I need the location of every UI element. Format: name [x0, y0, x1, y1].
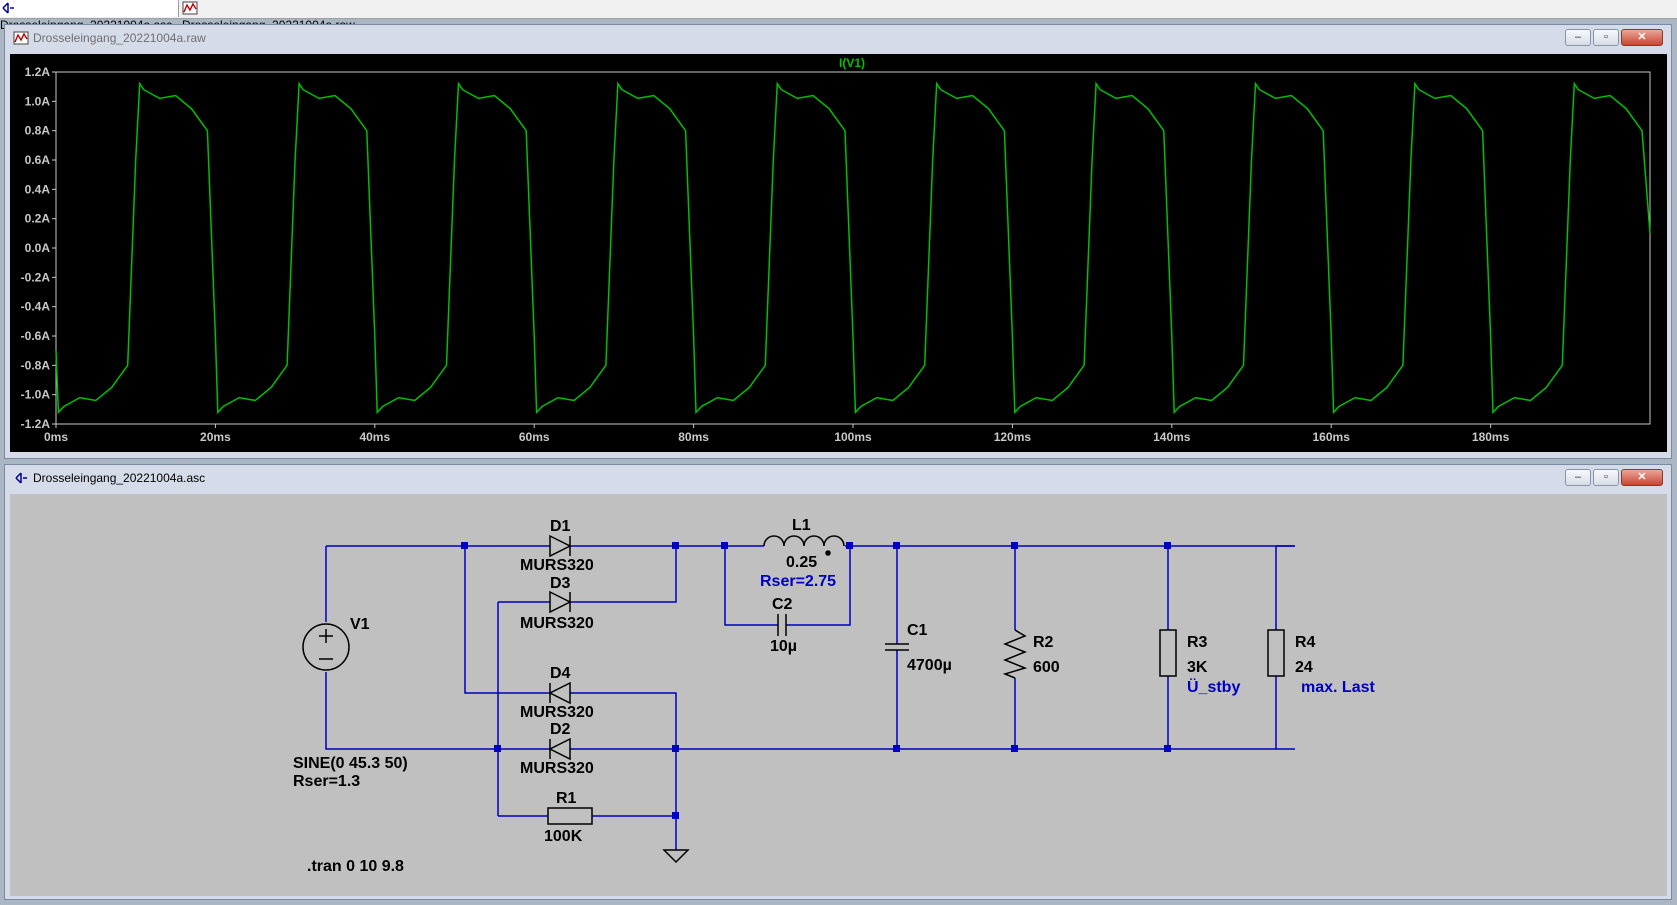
- label-r3-name: R3: [1187, 634, 1208, 651]
- label-r2-name: R2: [1033, 634, 1054, 651]
- restore-button[interactable]: ▫: [1593, 29, 1619, 46]
- schematic-canvas[interactable]: V1 SINE(0 45.3 50) Rser=1.3 D1 MURS320 D…: [10, 494, 1667, 896]
- y-tick-label: -1.0A: [21, 388, 51, 402]
- waveform-icon: [182, 1, 198, 15]
- schematic-icon: [2, 2, 14, 14]
- capacitor-c2[interactable]: [777, 614, 787, 636]
- close-button[interactable]: ✕: [1621, 469, 1663, 486]
- diode-d2[interactable]: [548, 737, 571, 761]
- label-d2-model: MURS320: [520, 760, 594, 777]
- label-c2-value: 10µ: [770, 638, 797, 655]
- y-tick-label: -0.2A: [21, 270, 51, 284]
- label-d3-model: MURS320: [520, 615, 594, 632]
- label-l1-rser: Rser=2.75: [760, 573, 836, 590]
- label-v1-rser: Rser=1.3: [293, 773, 360, 790]
- resistor-r1[interactable]: [547, 807, 593, 825]
- schematic-window-title: Drosseleingang_20221004a.asc: [33, 471, 206, 485]
- label-r1-value: 100K: [544, 828, 583, 845]
- waveform-icon: [13, 31, 29, 45]
- label-r2-value: 600: [1033, 659, 1060, 676]
- document-tab-bar: Drosseleingang_20221004a.asc Drosseleing…: [0, 0, 1677, 32]
- waveform-chart[interactable]: I(V1) 1.2A 1.0A 0.8A 0.6A 0.4A 0.2A 0.0A -0.2A -…: [10, 54, 1667, 452]
- schematic-drawing[interactable]: V1 SINE(0 45.3 50) Rser=1.3 D1 MURS320 D…: [10, 494, 1667, 896]
- y-tick-label: -0.8A: [21, 358, 51, 372]
- y-tick-label: -0.6A: [21, 329, 51, 343]
- x-tick-label: 100ms: [834, 430, 872, 444]
- label-c2-name: C2: [772, 596, 793, 613]
- minimize-button[interactable]: –: [1565, 29, 1591, 46]
- junction-dots: [461, 542, 1171, 819]
- x-tick-label: 180ms: [1472, 430, 1510, 444]
- label-d2-name: D2: [550, 721, 571, 738]
- x-tick-label: 120ms: [994, 430, 1032, 444]
- x-tick-label: 80ms: [678, 430, 709, 444]
- y-tick-label: 0.2A: [25, 212, 51, 226]
- capacitor-c1[interactable]: [885, 643, 909, 651]
- inductor-l1[interactable]: [763, 535, 845, 556]
- y-tick-label: 0.4A: [25, 182, 51, 196]
- label-v1-name: V1: [350, 616, 370, 633]
- tab-waveform[interactable]: Drosseleingang_20221004a.raw: [182, 0, 355, 32]
- close-button[interactable]: ✕: [1621, 29, 1663, 46]
- y-tick-label: -0.4A: [21, 300, 51, 314]
- x-tick-label: 140ms: [1153, 430, 1191, 444]
- tab-schematic[interactable]: Drosseleingang_20221004a.asc: [0, 0, 179, 32]
- x-tick-label: 20ms: [200, 430, 231, 444]
- y-tick-label: -1.2A: [21, 417, 51, 431]
- resistor-r2[interactable]: [1002, 629, 1028, 679]
- label-l1-value: 0.25: [786, 554, 817, 571]
- diode-d1[interactable]: [549, 534, 572, 558]
- label-r4-name: R4: [1295, 634, 1316, 651]
- x-tick-label: 60ms: [519, 430, 550, 444]
- label-l1-name: L1: [792, 517, 811, 534]
- waveform-plot-area[interactable]: I(V1) 1.2A 1.0A 0.8A 0.6A 0.4A 0.2A 0.0A -0.2A -…: [10, 54, 1667, 452]
- restore-button[interactable]: ▫: [1593, 469, 1619, 486]
- resistor-r4[interactable]: [1267, 629, 1285, 677]
- x-tick-label: 160ms: [1313, 430, 1351, 444]
- label-d3-name: D3: [550, 575, 571, 592]
- trace-i-v1[interactable]: [55, 81, 1651, 415]
- label-v1-value: SINE(0 45.3 50): [293, 755, 408, 772]
- label-c1-value: 4700µ: [907, 657, 952, 674]
- label-d1-name: D1: [550, 518, 571, 535]
- trace-label-i-v1[interactable]: I(V1): [839, 56, 865, 70]
- schematic-icon: [15, 472, 27, 484]
- x-tick-label: 0ms: [44, 430, 68, 444]
- y-tick-label: 1.2A: [25, 65, 51, 79]
- label-r3-comment: Ü_stby: [1187, 677, 1240, 696]
- waveform-window: Drosseleingang_20221004a.raw – ▫ ✕ I(V1)…: [4, 24, 1672, 459]
- minimize-button[interactable]: –: [1565, 469, 1591, 486]
- x-tick-label: 40ms: [359, 430, 390, 444]
- label-r4-comment: max. Last: [1301, 679, 1375, 696]
- label-c1-name: C1: [907, 622, 928, 639]
- y-tick-label: 0.6A: [25, 153, 51, 167]
- label-r4-value: 24: [1295, 659, 1313, 676]
- y-tick-label: 0.8A: [25, 124, 51, 138]
- plot-frame: [55, 71, 1651, 425]
- label-r3-value: 3K: [1187, 659, 1208, 676]
- waveform-window-titlebar[interactable]: Drosseleingang_20221004a.raw – ▫ ✕: [5, 25, 1671, 51]
- ground-symbol[interactable]: [662, 849, 690, 864]
- schematic-window-titlebar[interactable]: Drosseleingang_20221004a.asc – ▫ ✕: [5, 465, 1671, 491]
- label-d4-model: MURS320: [520, 704, 594, 721]
- resistor-r3[interactable]: [1159, 629, 1177, 677]
- label-d4-name: D4: [550, 665, 571, 682]
- label-d1-model: MURS320: [520, 557, 594, 574]
- label-r1-name: R1: [556, 790, 577, 807]
- spice-directive[interactable]: .tran 0 10 9.8: [307, 858, 404, 875]
- schematic-window: Drosseleingang_20221004a.asc – ▫ ✕: [4, 464, 1672, 900]
- y-tick-label: 1.0A: [25, 94, 51, 108]
- waveform-window-title: Drosseleingang_20221004a.raw: [33, 31, 206, 45]
- voltage-source-v1[interactable]: [302, 623, 350, 671]
- y-tick-label: 0.0A: [25, 241, 51, 255]
- wires: [325, 545, 1295, 850]
- diode-d4[interactable]: [548, 681, 571, 705]
- diode-d3[interactable]: [549, 590, 572, 614]
